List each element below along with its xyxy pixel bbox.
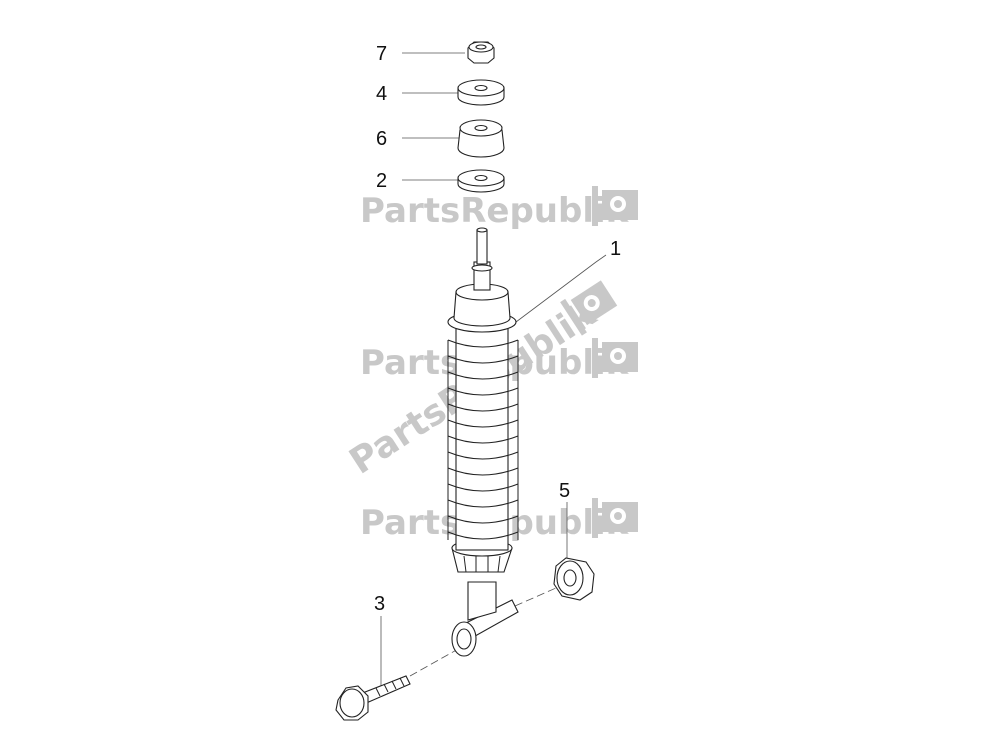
- assembly-axis-line: [409, 647, 461, 677]
- gear-flag-icon: [560, 280, 618, 336]
- shock-absorber-icon: [447, 227, 519, 657]
- callout-number-5: 5: [559, 480, 570, 502]
- flat-washer-icon: [457, 169, 505, 193]
- callout-number-4: 4: [376, 83, 387, 105]
- watermark-text: PartsRepublik: [360, 191, 630, 231]
- callout-number-6: 6: [376, 128, 387, 150]
- rubber-bushing-icon: [457, 119, 505, 158]
- hex-bolt-icon: [335, 675, 411, 721]
- gear-flag-icon: [592, 186, 638, 226]
- leader-line-1: [515, 254, 607, 323]
- flat-washer-icon: [457, 79, 505, 106]
- gear-flag-icon: [592, 338, 638, 378]
- watermark-1: PartsRepublik: [360, 186, 638, 231]
- hex-nut-icon: [553, 557, 595, 601]
- callout-number-7: 7: [376, 43, 387, 65]
- hex-nut-icon: [467, 41, 495, 64]
- callout-number-3: 3: [374, 593, 385, 615]
- assembly-axis-line: [514, 587, 557, 607]
- gear-flag-icon: [592, 498, 638, 538]
- callout-number-1: 1: [610, 238, 621, 260]
- callout-number-2: 2: [376, 170, 387, 192]
- spring-coils: [447, 339, 519, 540]
